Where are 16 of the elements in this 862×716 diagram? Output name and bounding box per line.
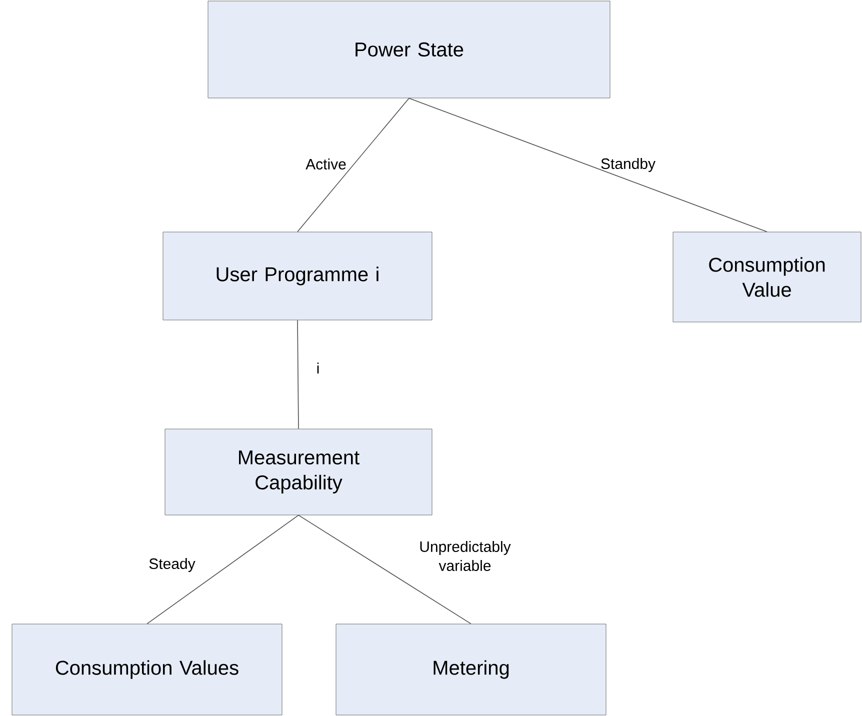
connector-line — [146, 514, 299, 624]
connector-line — [408, 98, 768, 232]
edge-label: Unpredictably variable — [420, 541, 511, 571]
process-box: User Programme i — [162, 232, 432, 320]
process-box: Power State — [208, 0, 610, 98]
connector-line — [298, 514, 472, 624]
process-box: Consumption Value — [672, 232, 862, 322]
process-box: Metering — [336, 624, 606, 716]
edge-label: Steady — [149, 558, 196, 572]
edge-label: Active — [306, 158, 346, 170]
edge-label: Standby — [601, 158, 656, 172]
process-box: Consumption Values — [12, 624, 282, 716]
connector-line — [297, 320, 299, 430]
process-box: Measurement Capability — [164, 428, 432, 516]
edge-label: i — [317, 362, 319, 374]
connector-line — [297, 98, 410, 232]
